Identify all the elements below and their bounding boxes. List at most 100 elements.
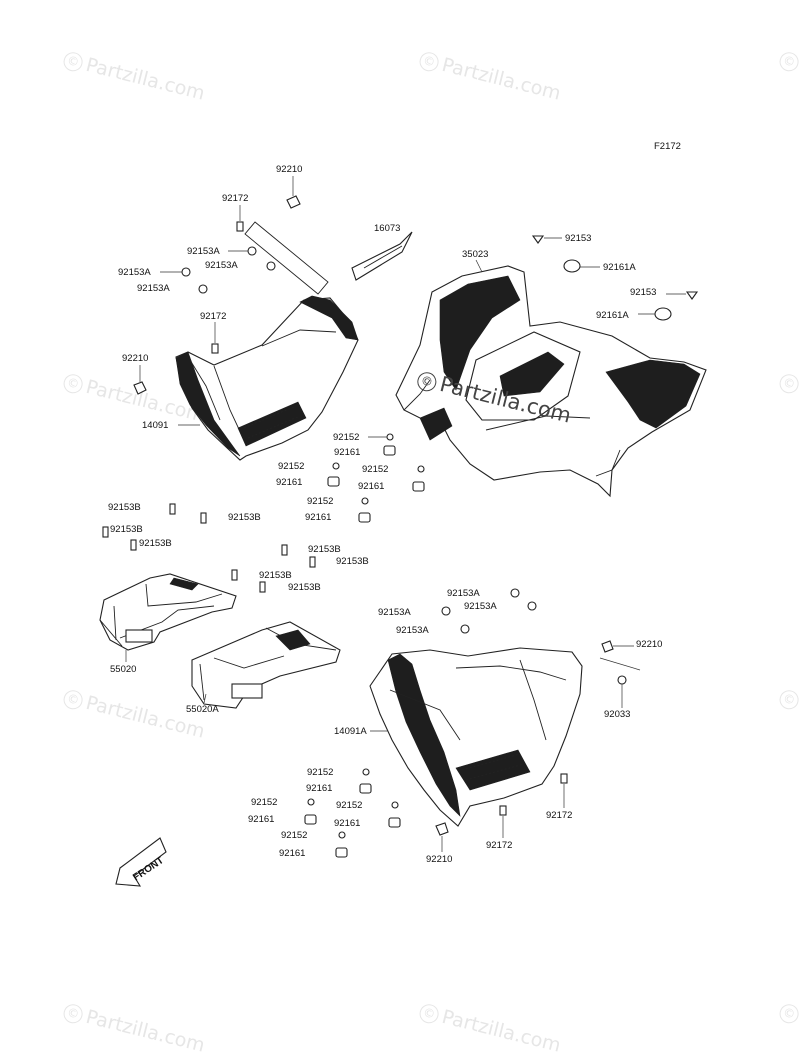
front-arrow-icon: FRONT [115, 837, 167, 887]
label-92161-c: 92161 [358, 481, 384, 492]
label-92161-f: 92161 [248, 814, 274, 825]
label-92172-d: 92172 [486, 840, 512, 851]
label-92161-h: 92161 [279, 848, 305, 859]
bolt-92210-b[interactable] [133, 365, 147, 395]
grommet-92161-a[interactable] [383, 445, 396, 456]
grommet-92161-f[interactable] [304, 814, 317, 825]
bolt-92153B-h[interactable] [259, 581, 266, 593]
grommet-92161-e[interactable] [359, 783, 372, 794]
leader [475, 259, 483, 273]
bolt-92210-a[interactable] [286, 176, 301, 209]
grommet-92161-h[interactable] [335, 847, 348, 858]
clip-92153-a[interactable] [531, 235, 562, 244]
rear-fender-35023[interactable] [395, 265, 707, 498]
label-92033: 92033 [604, 709, 630, 720]
label-16073: 16073 [374, 223, 400, 234]
label-92161A-a: 92161A [603, 262, 636, 273]
screw-92172-b[interactable] [211, 322, 219, 354]
clip-92152-g[interactable] [391, 801, 399, 809]
label-92153B-b: 92153B [228, 512, 261, 523]
label-92153A-f: 92153A [378, 607, 411, 618]
washer-92033[interactable] [617, 675, 627, 708]
label-92152-h: 92152 [281, 830, 307, 841]
label-92153B-a: 92153B [108, 502, 141, 513]
label-92153A-g: 92153A [464, 601, 497, 612]
label-55020: 55020 [110, 664, 136, 675]
label-92153B-h: 92153B [288, 582, 321, 593]
clip-92153A-h[interactable] [460, 624, 470, 634]
clip-92153A-e[interactable] [510, 588, 520, 598]
label-92153B-c: 92153B [110, 524, 143, 535]
label-92153A-h: 92153A [396, 625, 429, 636]
label-92210-a: 92210 [276, 164, 302, 175]
label-92161-g: 92161 [334, 818, 360, 829]
label-92172-b: 92172 [200, 311, 226, 322]
label-92172-a: 92172 [222, 193, 248, 204]
clip-92152-e[interactable] [362, 768, 370, 776]
label-92153A-d: 92153A [137, 283, 170, 294]
label-92153B-f: 92153B [336, 556, 369, 567]
label-92161-a: 92161 [334, 447, 360, 458]
grommet-92161-c[interactable] [412, 481, 425, 492]
label-92161-b: 92161 [276, 477, 302, 488]
bolt-92210-c[interactable] [599, 640, 641, 671]
screw-92172-a[interactable] [236, 205, 244, 232]
label-92172-c: 92172 [546, 810, 572, 821]
clip-92152-b[interactable] [332, 462, 340, 470]
bolt-92153B-c[interactable] [102, 526, 109, 538]
label-14091: 14091 [142, 420, 168, 431]
screw-92172-d[interactable] [499, 805, 507, 838]
bolt-92153B-f[interactable] [309, 556, 316, 568]
label-14091A: 14091A [334, 726, 367, 737]
decal-16073[interactable] [351, 231, 413, 281]
label-92153A-b: 92153A [118, 267, 151, 278]
label-92153B-e: 92153B [308, 544, 341, 555]
label-55020A: 55020A [186, 704, 219, 715]
label-92153-a: 92153 [565, 233, 591, 244]
clip-92152-a[interactable] [368, 433, 394, 441]
label-92210-b: 92210 [122, 353, 148, 364]
label-92153A-c: 92153A [205, 260, 238, 271]
grommet-92161-d[interactable] [358, 512, 371, 523]
footrest-left-14091[interactable] [175, 295, 359, 461]
clip-92153A-d[interactable] [198, 284, 208, 294]
bracket-55020[interactable] [99, 573, 237, 651]
clip-92153-b[interactable] [666, 291, 699, 300]
bolt-92153B-b[interactable] [200, 512, 207, 524]
figure-code: F2172 [654, 141, 681, 152]
clip-92153A-b[interactable] [160, 267, 191, 277]
label-92152-c: 92152 [362, 464, 388, 475]
bolt-92210-d[interactable] [435, 822, 449, 852]
label-92153B-d: 92153B [139, 538, 172, 549]
clip-92152-f[interactable] [307, 798, 315, 806]
clip-92152-d[interactable] [361, 497, 369, 505]
bolt-92153B-a[interactable] [169, 503, 176, 515]
label-92161-e: 92161 [306, 783, 332, 794]
grommet-92161-b[interactable] [327, 476, 340, 487]
grommet-92161A-a[interactable] [563, 259, 600, 273]
label-92210-c: 92210 [636, 639, 662, 650]
label-92161A-b: 92161A [596, 310, 629, 321]
clip-92153A-a[interactable] [228, 246, 257, 256]
screw-92172-c[interactable] [560, 773, 568, 808]
label-92153B-g: 92153B [259, 570, 292, 581]
bolt-92153B-d[interactable] [130, 539, 137, 551]
label-92153A-a: 92153A [187, 246, 220, 257]
bolt-92153B-e[interactable] [281, 544, 288, 556]
label-92153A-e: 92153A [447, 588, 480, 599]
bracket-55020A[interactable] [191, 621, 341, 709]
bolt-92153B-g[interactable] [231, 569, 238, 581]
clip-92152-c[interactable] [417, 465, 425, 473]
clip-92153A-g[interactable] [527, 601, 537, 611]
panel-strip [244, 221, 329, 295]
label-92210-d: 92210 [426, 854, 452, 865]
label-92161-d: 92161 [305, 512, 331, 523]
clip-92153A-c[interactable] [266, 261, 276, 271]
grommet-92161-g[interactable] [388, 817, 401, 828]
footrest-right-14091A[interactable] [369, 647, 583, 827]
grommet-92161A-b[interactable] [638, 307, 672, 321]
clip-92152-h[interactable] [338, 831, 346, 839]
clip-92153A-f[interactable] [441, 606, 451, 616]
